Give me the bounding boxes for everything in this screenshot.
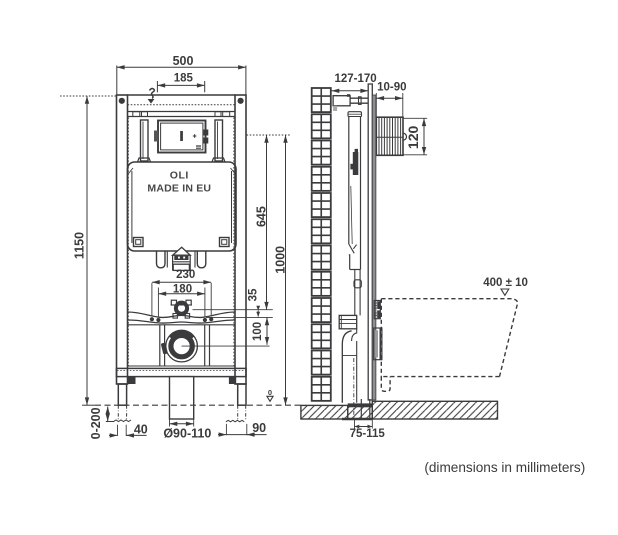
svg-text:90: 90 [252, 421, 266, 435]
svg-text:10-90: 10-90 [377, 82, 406, 94]
svg-text:35: 35 [248, 288, 260, 301]
svg-text:Ø90-110: Ø90-110 [163, 427, 211, 441]
svg-text:185: 185 [174, 73, 194, 85]
svg-text:100: 100 [252, 322, 264, 341]
svg-text:0: 0 [268, 388, 272, 397]
svg-text:40: 40 [134, 423, 148, 437]
svg-text:500: 500 [173, 54, 194, 68]
svg-text:MADE IN EU: MADE IN EU [147, 183, 211, 195]
svg-text:0-200: 0-200 [89, 407, 103, 439]
svg-text:OLI: OLI [170, 170, 189, 182]
svg-text:180: 180 [173, 284, 192, 296]
svg-text:230: 230 [176, 269, 195, 281]
svg-text:645: 645 [255, 206, 269, 227]
svg-text:1000: 1000 [274, 246, 288, 274]
svg-text:400 ± 10: 400 ± 10 [483, 277, 528, 289]
svg-text:127-170: 127-170 [334, 73, 376, 85]
svg-text:1150: 1150 [73, 232, 87, 259]
svg-text:120: 120 [405, 126, 421, 150]
svg-text:75-115: 75-115 [350, 428, 386, 440]
svg-text:(dimensions in millimeters): (dimensions in millimeters) [424, 460, 585, 475]
